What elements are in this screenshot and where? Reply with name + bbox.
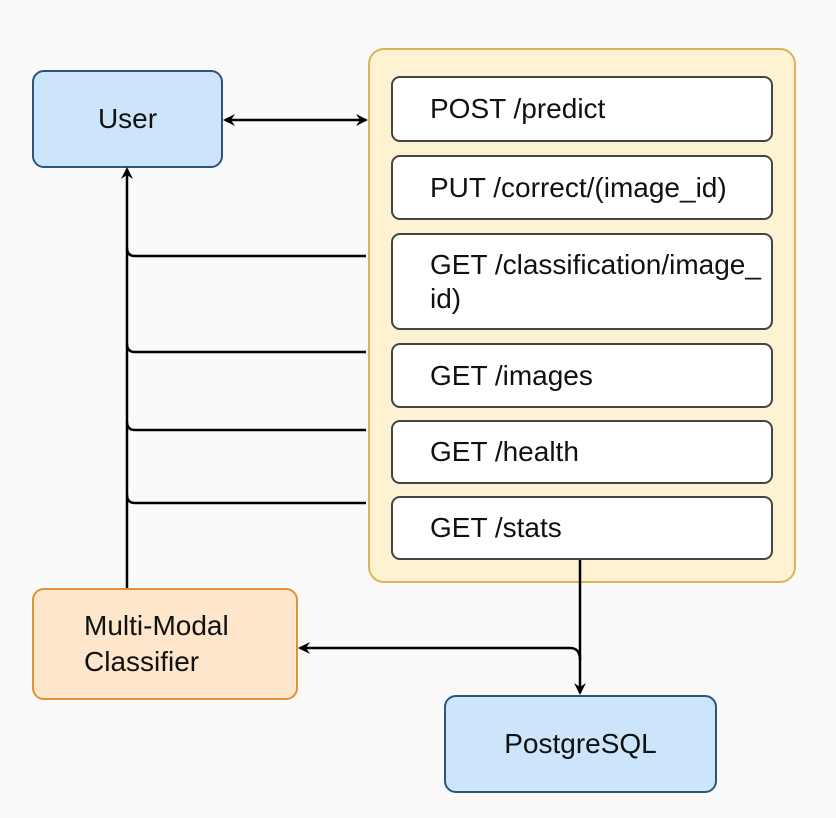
endpoint-stats: GET /stats (391, 496, 773, 560)
api-classifier-arrow (298, 642, 582, 661)
endpoint-correct: PUT /correct/(image_id) (391, 155, 773, 220)
classifier-node: Multi-Modal Classifier (32, 588, 298, 700)
endpoint-label: PUT /correct/(image_id) (430, 171, 727, 203)
images-return-line (125, 343, 366, 354)
classifier-label: Multi-Modal Classifier (84, 610, 229, 677)
user-label: User (97, 103, 158, 134)
endpoint-label: POST /predict (430, 93, 606, 124)
endpoint-label: GET /health (430, 436, 579, 467)
endpoint-images: GET /images (391, 343, 773, 408)
health-return-line (125, 421, 366, 432)
database-node: PostgreSQL (444, 695, 717, 793)
endpoint-label: GET /classification/image_id) (430, 248, 761, 314)
endpoint-health: GET /health (391, 420, 773, 484)
database-label: PostgreSQL (504, 728, 657, 759)
stats-return-line (125, 494, 366, 505)
user-node: User (32, 70, 223, 168)
endpoint-label: GET /images (430, 359, 593, 391)
endpoint-classification: GET /classification/image_id) (391, 233, 773, 330)
endpoint-predict: POST /predict (391, 76, 773, 142)
endpoint-label: GET /stats (430, 512, 562, 543)
classification-return-line (125, 247, 366, 258)
